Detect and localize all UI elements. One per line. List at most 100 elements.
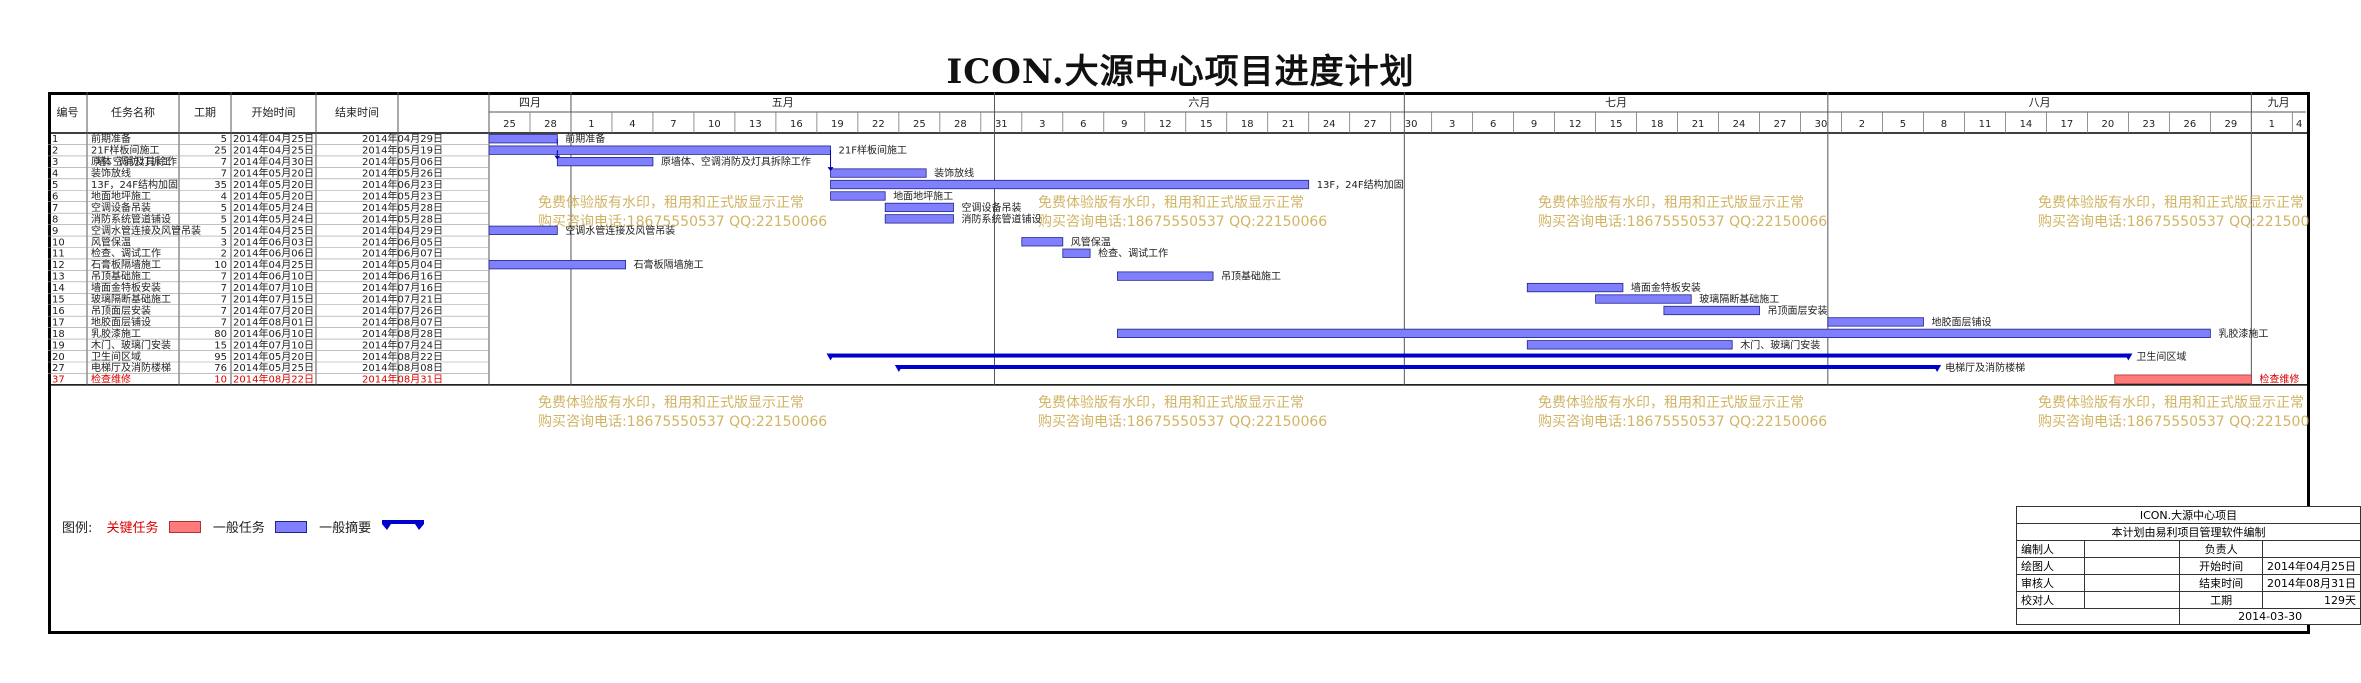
info-start-value: 2014年04月25日 bbox=[2261, 557, 2361, 575]
task-start: 2014年07月10日 bbox=[233, 281, 314, 294]
page-title: ICON.大源中心项目进度计划 bbox=[946, 52, 1415, 92]
info-end-value: 2014年08月31日 bbox=[2261, 574, 2361, 592]
header-end: 结束时间 bbox=[335, 106, 379, 119]
task-bar-label: 地胶面层铺设 bbox=[1931, 315, 1991, 328]
legend-normal-label: 一般任务 bbox=[212, 521, 265, 536]
task-id: 7 bbox=[52, 203, 58, 214]
watermark-line1: 免费体验版有水印，租用和正式版显示正常 bbox=[2038, 395, 2304, 411]
task-end: 2014年08月08日 bbox=[362, 361, 443, 374]
task-bar-label: 石膏板隔墙施工 bbox=[634, 258, 704, 271]
task-end: 2014年08月07日 bbox=[362, 315, 443, 328]
task-bar-label: 检查维修 bbox=[2259, 373, 2299, 386]
day-tick-label: 19 bbox=[831, 119, 844, 130]
task-bar-label: 空调水管连接及风管吊装 bbox=[565, 224, 675, 237]
day-tick-label: 7 bbox=[670, 119, 676, 130]
task-duration: 7 bbox=[221, 283, 227, 294]
watermark-line2: 购买咨询电话:18675550537 QQ:22150066 bbox=[538, 414, 827, 430]
summary-end-cap bbox=[2124, 353, 2133, 361]
task-bar-label: 地面地坪施工 bbox=[893, 189, 953, 202]
day-tick-label: 31 bbox=[995, 119, 1008, 130]
task-start: 2014年06月06日 bbox=[233, 247, 314, 260]
watermark-line2: 购买咨询电话:18675550537 QQ:22150066 bbox=[1038, 414, 1327, 430]
info-duration-value: 129天 bbox=[2261, 591, 2361, 609]
task-start: 2014年06月03日 bbox=[233, 235, 314, 248]
task-start: 2014年05月24日 bbox=[233, 212, 314, 225]
task-duration: 7 bbox=[221, 272, 227, 283]
task-bar bbox=[1663, 305, 1760, 316]
task-bar-label: 前期准备 bbox=[565, 132, 605, 145]
task-bar bbox=[1062, 248, 1091, 258]
month-label: 九月 bbox=[2268, 96, 2290, 109]
task-id: 11 bbox=[52, 249, 65, 260]
task-id: 9 bbox=[52, 226, 58, 237]
task-id: 2 bbox=[52, 146, 58, 157]
day-tick-label: 27 bbox=[1364, 119, 1377, 130]
summary-bar bbox=[898, 365, 1938, 369]
info-date: 2014-03-30 bbox=[2179, 608, 2361, 625]
day-tick-label: 29 bbox=[2224, 119, 2237, 130]
day-tick-label: 30 bbox=[1405, 119, 1418, 130]
day-tick-label: 28 bbox=[954, 119, 967, 130]
summary-start-cap bbox=[894, 365, 903, 372]
task-id: 1 bbox=[52, 134, 58, 145]
watermark-line1: 免费体验版有水印，租用和正式版显示正常 bbox=[1038, 195, 1304, 211]
task-bar bbox=[1526, 282, 1624, 293]
header-name: 任务名称 bbox=[111, 105, 155, 119]
task-duration: 10 bbox=[214, 260, 227, 271]
task-id: 19 bbox=[52, 340, 65, 351]
task-start: 2014年05月20日 bbox=[233, 189, 314, 202]
task-end: 2014年05月19日 bbox=[362, 144, 443, 157]
task-duration: 3 bbox=[221, 237, 227, 248]
task-name: 消防系统管道铺设 bbox=[91, 212, 171, 225]
dependency-arrowhead bbox=[827, 167, 834, 172]
task-bar bbox=[488, 134, 558, 144]
task-bar-label: 乳胶漆施工 bbox=[2218, 327, 2268, 340]
task-duration: 80 bbox=[214, 329, 227, 340]
task-bar-label: 原墙体、空调消防及灯具拆除工作 bbox=[661, 155, 811, 168]
day-tick-label: 10 bbox=[708, 119, 721, 130]
day-tick-label: 22 bbox=[872, 119, 885, 130]
task-duration: 2 bbox=[221, 249, 227, 260]
day-tick-label: 15 bbox=[1200, 119, 1213, 130]
info-reviewer-label: 审核人 bbox=[2016, 574, 2085, 592]
task-bar-label: 检查、调试工作 bbox=[1098, 247, 1168, 260]
task-name: 卫生间区域 bbox=[91, 350, 141, 363]
info-project: ICON.大源中心项目 bbox=[2016, 506, 2361, 524]
task-name: 乳胶漆施工 bbox=[91, 327, 141, 340]
task-bar-label: 木门、玻璃门安装 bbox=[1740, 338, 1820, 351]
day-tick-label: 12 bbox=[1569, 119, 1582, 130]
task-start: 2014年05月20日 bbox=[233, 350, 314, 363]
task-name: 石膏板隔墙施工 bbox=[91, 258, 161, 271]
month-label: 六月 bbox=[1188, 96, 1210, 109]
task-name: 地面地坪施工 bbox=[91, 189, 151, 202]
day-tick-label: 9 bbox=[1121, 119, 1127, 130]
legend-label: 图例: bbox=[62, 521, 93, 536]
task-name: 吊顶面层安装 bbox=[91, 304, 151, 317]
day-tick-label: 12 bbox=[1159, 119, 1172, 130]
header-id: 编号 bbox=[57, 105, 79, 119]
info-note: 本计划由易利项目管理软件编制 bbox=[2016, 523, 2361, 541]
task-name: 21F样板间施工 bbox=[91, 144, 159, 157]
watermark-line2: 购买咨询电话:18675550537 QQ:22150066 bbox=[1538, 414, 1827, 430]
task-id: 12 bbox=[52, 260, 65, 271]
summary-bar bbox=[830, 353, 2129, 358]
task-id: 10 bbox=[52, 237, 65, 248]
day-tick-label: 8 bbox=[1941, 119, 1947, 130]
task-duration: 5 bbox=[221, 214, 227, 225]
task-name: 电梯厅及消防楼梯 bbox=[91, 361, 171, 374]
info-end-label: 结束时间 bbox=[2179, 574, 2263, 592]
info-duration-label: 工期 bbox=[2179, 591, 2263, 609]
task-name: 空调设备吊装 bbox=[91, 201, 151, 214]
task-duration: 7 bbox=[221, 317, 227, 328]
task-id: 5 bbox=[52, 180, 58, 191]
task-bar bbox=[488, 260, 627, 270]
day-tick-label: 18 bbox=[1651, 119, 1664, 130]
task-start: 2014年05月20日 bbox=[233, 178, 314, 191]
task-end: 2014年06月16日 bbox=[362, 270, 443, 283]
task-id: 17 bbox=[52, 317, 65, 328]
task-start: 2014年08月01日 bbox=[233, 315, 314, 328]
legend: 图例: 关键任务 一般任务 一般摘要 bbox=[62, 517, 433, 536]
task-id: 8 bbox=[52, 214, 58, 225]
info-blank bbox=[2015, 608, 2181, 625]
